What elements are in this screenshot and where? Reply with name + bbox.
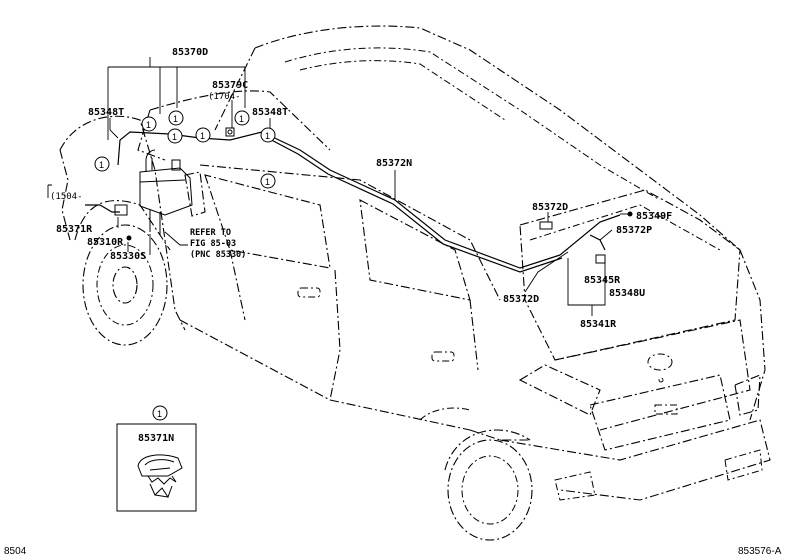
part-labels: 85370D 85379C (1704- 85348T 85348T 85372… xyxy=(50,47,672,330)
svg-text:1: 1 xyxy=(173,114,178,124)
refer-line-1: REFER TO xyxy=(190,228,231,238)
marker-4: 1 xyxy=(234,110,250,126)
footer-left-code: 8504 xyxy=(4,546,27,557)
label-85345R: 85345R xyxy=(584,275,621,286)
label-85348T-right: 85348T xyxy=(252,107,288,118)
label-85379C-note: (1704- xyxy=(208,92,241,102)
marker-7: 1 xyxy=(260,173,276,189)
marker-2: 1 xyxy=(168,110,184,126)
label-85372D-top: 85372D xyxy=(532,202,568,213)
marker-3: 1 xyxy=(195,127,211,143)
label-85371R: 85371R xyxy=(56,224,93,235)
svg-text:1: 1 xyxy=(99,160,104,170)
svg-text:1: 1 xyxy=(265,177,270,187)
label-85379C: 85379C xyxy=(212,80,248,91)
label-85330S: 85330S xyxy=(110,251,146,262)
refer-line-2: FIG 85-03 xyxy=(190,239,236,249)
label-85349F: 85349F xyxy=(636,211,672,222)
label-85372N: 85372N xyxy=(376,158,412,169)
marker-8: 1 xyxy=(260,127,276,143)
svg-text:1: 1 xyxy=(157,409,162,419)
svg-text:1: 1 xyxy=(265,131,270,141)
circle-markers: 1 1 1 1 1 1 1 1 1 xyxy=(94,110,276,421)
label-1504-note: (1504- xyxy=(50,192,83,202)
svg-text:1: 1 xyxy=(146,120,151,130)
label-85310R: 85310R xyxy=(87,237,124,248)
footer-right-code: 853576-A xyxy=(738,546,782,557)
label-85348T-left: 85348T xyxy=(88,107,124,118)
refer-line-3: (PNC 85330) xyxy=(190,250,246,260)
svg-text:1: 1 xyxy=(200,131,205,141)
washer-tank xyxy=(139,149,193,235)
detail-inset: 85371N xyxy=(116,423,197,512)
marker-legend: 1 xyxy=(152,405,168,421)
label-85370D: 85370D xyxy=(172,47,208,58)
marker-5: 1 xyxy=(167,128,183,144)
label-85372P: 85372P xyxy=(616,225,652,236)
label-85348U: 85348U xyxy=(609,288,645,299)
car-body-outline xyxy=(59,25,771,541)
svg-text:1: 1 xyxy=(239,114,244,124)
leader-lines xyxy=(47,57,632,316)
marker-6: 1 xyxy=(94,156,110,172)
svg-text:1: 1 xyxy=(172,132,177,142)
label-85371N: 85371N xyxy=(138,433,174,444)
label-85372D-bottom: 85372D xyxy=(503,294,539,305)
label-85341R: 85341R xyxy=(580,319,617,330)
marker-1: 1 xyxy=(141,116,157,132)
